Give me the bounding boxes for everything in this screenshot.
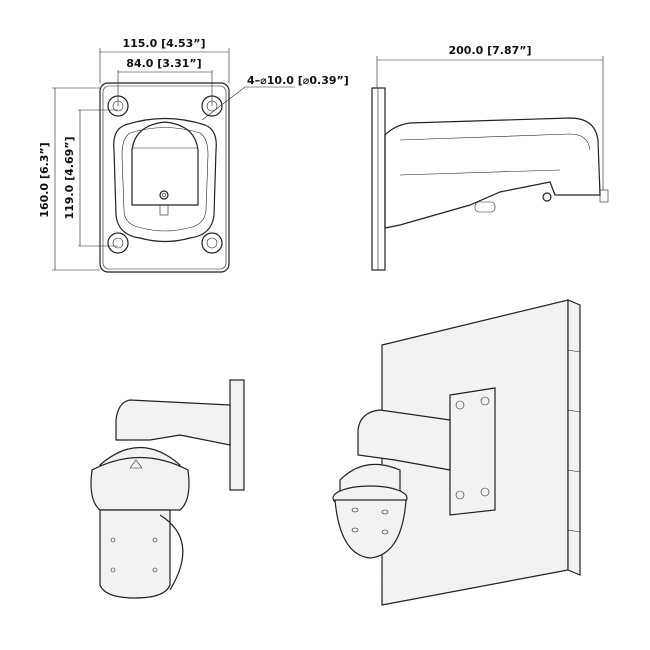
dim-height-outer: 160.0 [6.3”] xyxy=(38,142,51,217)
wall-plate-side xyxy=(371,87,386,271)
dim-depth: 200.0 [7.87”] xyxy=(448,44,531,57)
arm-outline xyxy=(113,117,217,243)
arm-side xyxy=(384,117,601,229)
dim-height-holes: 119.0 [4.69”] xyxy=(63,136,76,219)
front-view: 115.0 [4.53”] 84.0 [3.31”] 160.0 [6.3”] … xyxy=(38,37,349,273)
wall-mount-view xyxy=(332,299,581,606)
dim-width-outer: 115.0 [4.53”] xyxy=(122,37,205,50)
mounting-holes xyxy=(107,95,223,254)
dim-width-holes: 84.0 [3.31”] xyxy=(126,57,201,70)
dim-holes: 4–⌀10.0 [⌀0.39”] xyxy=(247,74,349,87)
mounted-camera-view xyxy=(90,379,245,599)
side-view: 200.0 [7.87”] xyxy=(371,44,609,271)
mounting-plate xyxy=(99,82,230,273)
